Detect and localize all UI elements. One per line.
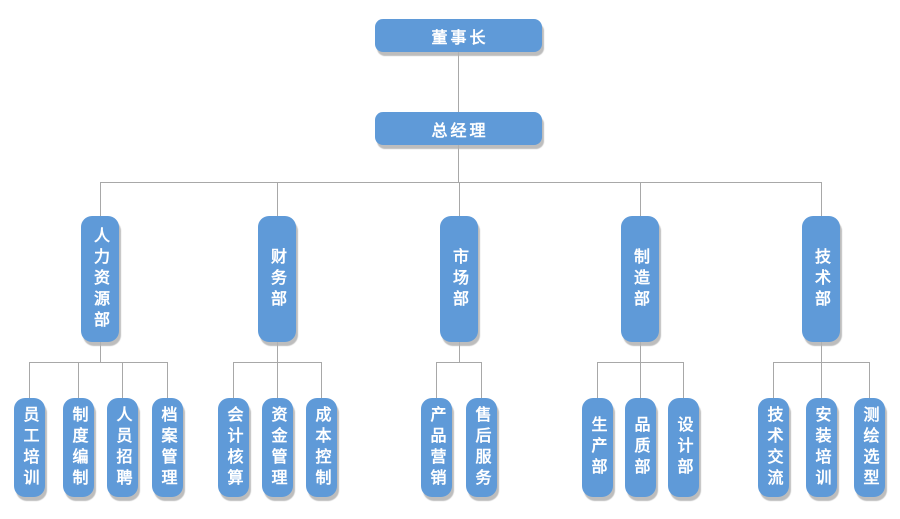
connector-drop-manufacturing (640, 182, 641, 216)
connector-drop-tech-exchange (773, 362, 774, 398)
org-node-dept-human-resources[interactable]: 人力资源部 (81, 216, 119, 342)
connector-drop-cost-control (321, 362, 322, 398)
connector-technology-stem (821, 342, 822, 362)
org-node-policy-drafting[interactable]: 制度编制 (63, 398, 94, 497)
connector-manufacturing-stem (640, 342, 641, 362)
org-node-cost-control[interactable]: 成本控制 (306, 398, 337, 497)
connector-chairman-gm (458, 52, 459, 112)
org-node-production-dept[interactable]: 生产部 (582, 398, 613, 497)
connector-drop-quality (640, 362, 641, 398)
org-node-chairman[interactable]: 董事长 (375, 19, 542, 52)
connector-drop-design (683, 362, 684, 398)
connector-marketing-stem (459, 342, 460, 362)
org-node-staff-training[interactable]: 员工培训 (14, 398, 45, 497)
connector-hr-stem (100, 342, 101, 362)
org-node-design-dept[interactable]: 设计部 (668, 398, 699, 497)
org-node-general-manager[interactable]: 总经理 (375, 112, 542, 145)
connector-drop-product-marketing (436, 362, 437, 398)
connector-drop-after-sales (481, 362, 482, 398)
connector-bus-marketing (436, 362, 482, 363)
org-node-archives-management[interactable]: 档案管理 (152, 398, 183, 497)
connector-drop-production (597, 362, 598, 398)
org-node-dept-finance[interactable]: 财务部 (258, 216, 296, 342)
org-node-dept-manufacturing[interactable]: 制造部 (621, 216, 659, 342)
org-node-technical-exchange[interactable]: 技术交流 (758, 398, 789, 497)
connector-drop-install-training (821, 362, 822, 398)
org-node-product-marketing[interactable]: 产品营销 (421, 398, 452, 497)
org-node-installation-training[interactable]: 安装培训 (806, 398, 837, 497)
org-node-dept-technology[interactable]: 技术部 (802, 216, 840, 342)
connector-finance-stem (277, 342, 278, 362)
connector-drop-survey-selection (869, 362, 870, 398)
org-node-recruitment[interactable]: 人员招聘 (107, 398, 138, 497)
connector-drop-technology (821, 182, 822, 216)
org-node-after-sales-service[interactable]: 售后服务 (466, 398, 497, 497)
connector-drop-marketing (459, 182, 460, 216)
org-node-dept-marketing[interactable]: 市场部 (440, 216, 478, 342)
connector-drop-archives (167, 362, 168, 398)
connector-drop-policy-drafting (78, 362, 79, 398)
connector-bus-hr (29, 362, 168, 363)
org-node-survey-selection[interactable]: 测绘选型 (854, 398, 885, 497)
connector-bus-level1 (100, 182, 821, 183)
connector-drop-staff-training (29, 362, 30, 398)
connector-drop-recruitment (122, 362, 123, 398)
connector-drop-hr (100, 182, 101, 216)
org-node-quality-dept[interactable]: 品质部 (625, 398, 656, 497)
org-node-accounting[interactable]: 会计核算 (218, 398, 249, 497)
connector-drop-accounting (233, 362, 234, 398)
connector-gm-drop (458, 145, 459, 182)
org-node-funds-management[interactable]: 资金管理 (262, 398, 293, 497)
connector-drop-funds (277, 362, 278, 398)
connector-drop-finance (277, 182, 278, 216)
